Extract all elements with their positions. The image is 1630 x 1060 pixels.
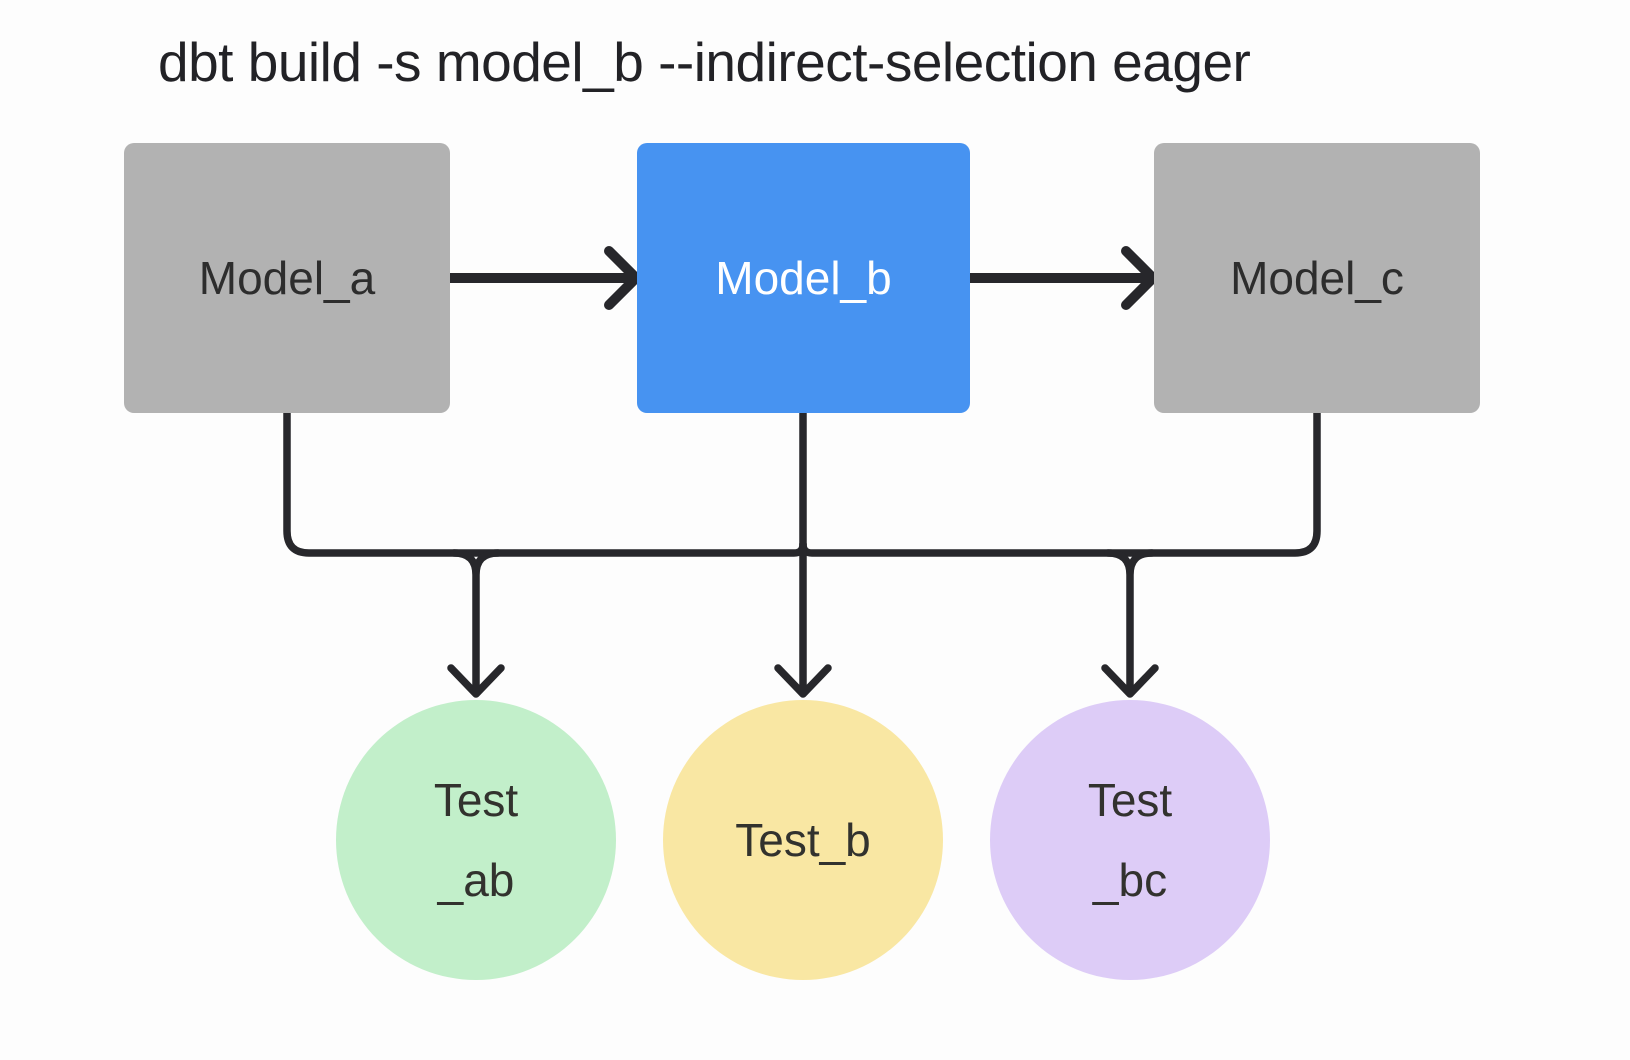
node-model-a: Model_a (124, 143, 450, 413)
node-test-ab-label-line1: Test (433, 773, 519, 826)
node-test-b-label-line1: Test_b (735, 813, 871, 866)
node-test-ab-label-line2: _ab (437, 854, 515, 906)
node-test-bc: Test _bc (990, 700, 1270, 980)
edge-model-b-to-model-c-arrow (965, 246, 1158, 310)
node-test-b: Test_b (663, 700, 943, 980)
edge-model-c-to-bus (799, 409, 1321, 557)
edge-bus-to-test-bc (1101, 549, 1159, 698)
edge-model-a-to-model-b-arrow (445, 246, 641, 310)
node-test-bc-label-line2: _bc (1092, 854, 1168, 906)
node-model-c-label: Model_c (1230, 252, 1404, 304)
edge-bus-to-test-ab (447, 549, 505, 698)
edge-model-a-to-bus (283, 409, 807, 557)
node-test-ab: Test _ab (336, 700, 616, 980)
edge-model-b-to-test-b (774, 409, 832, 698)
node-test-bc-label-line1: Test (1087, 773, 1173, 826)
diagram-title: dbt build -s model_b --indirect-selectio… (158, 31, 1251, 93)
node-model-a-label: Model_a (198, 252, 376, 304)
node-model-b-label: Model_b (715, 252, 892, 304)
node-model-b: Model_b (637, 143, 970, 413)
node-model-c: Model_c (1154, 143, 1480, 413)
